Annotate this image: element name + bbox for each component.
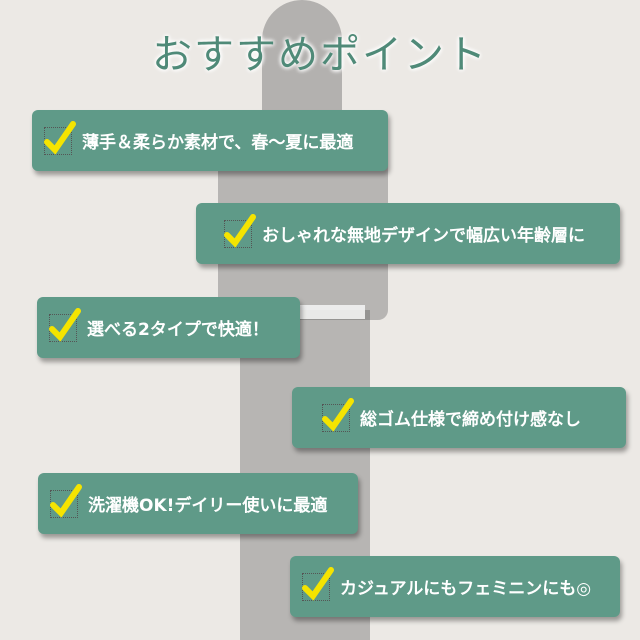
- checkmark-icon: [50, 483, 82, 518]
- page-title: おすすめポイント: [152, 32, 488, 78]
- checkmark-icon: [49, 307, 81, 342]
- checkmark-icon: [322, 397, 354, 432]
- point-card-5: 洗濯機OK!デイリー使いに最適: [38, 473, 358, 534]
- point-label: 薄手＆柔らか素材で、春～夏に最適: [82, 133, 354, 153]
- point-card-1: 薄手＆柔らか素材で、春～夏に最適: [32, 110, 388, 171]
- checkmark-icon: [302, 566, 334, 601]
- point-label: 洗濯機OK!デイリー使いに最適: [88, 496, 328, 516]
- point-card-4: 総ゴム仕様で締め付け感なし: [292, 387, 626, 448]
- point-label: カジュアルにもフェミニンにも◎: [340, 579, 592, 599]
- point-card-6: カジュアルにもフェミニンにも◎: [290, 556, 620, 617]
- checkmark-icon: [224, 213, 256, 248]
- point-label: 選べる2タイプで快適！: [87, 320, 269, 340]
- point-label: おしゃれな無地デザインで幅広い年齢層に: [262, 226, 585, 246]
- checkmark-icon: [44, 120, 76, 155]
- point-label: 総ゴム仕様で締め付け感なし: [360, 410, 581, 430]
- point-card-3: 選べる2タイプで快適！: [37, 297, 300, 358]
- point-card-2: おしゃれな無地デザインで幅広い年齢層に: [196, 203, 620, 264]
